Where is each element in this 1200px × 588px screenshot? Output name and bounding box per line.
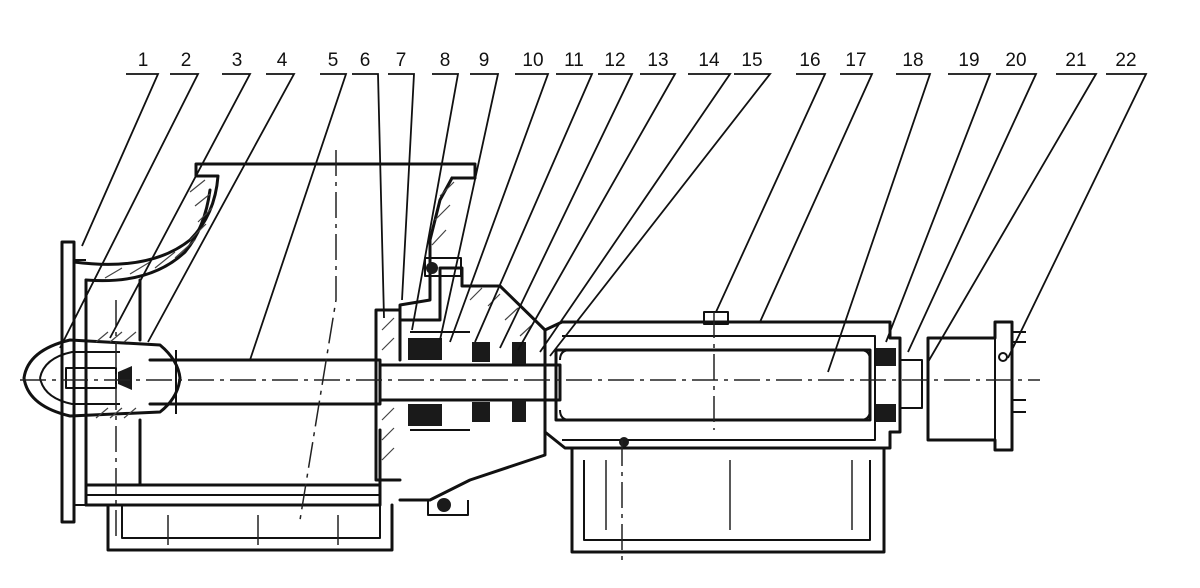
part-label-13: 13 (647, 50, 668, 71)
part-label-11: 11 (564, 50, 584, 71)
end-cover (926, 320, 1026, 452)
part-label-14: 14 (698, 50, 720, 71)
part-label-6: 6 (360, 50, 371, 71)
part-label-19: 19 (958, 50, 979, 71)
leader-lines (59, 73, 1148, 373)
part-label-10: 10 (522, 50, 543, 71)
part-label-12: 12 (604, 50, 625, 71)
part-label-2: 2 (181, 50, 192, 71)
base-support-left (106, 503, 394, 552)
part-label-7: 7 (396, 50, 407, 71)
part-label-17: 17 (845, 50, 866, 71)
part-label-20: 20 (1005, 50, 1026, 71)
part-labels: 1 2 3 4 5 6 7 8 9 10 11 12 13 14 15 16 1… (138, 50, 1137, 71)
bearing-frame (543, 311, 923, 450)
part-label-4: 4 (277, 50, 288, 71)
part-label-21: 21 (1065, 50, 1086, 71)
pump-casing (72, 162, 477, 507)
part-label-16: 16 (799, 50, 820, 71)
main-shaft (148, 350, 562, 414)
base-support-right (570, 446, 886, 554)
part-label-9: 9 (479, 50, 490, 71)
part-label-18: 18 (902, 50, 923, 71)
part-label-5: 5 (328, 50, 339, 71)
inlet-nose-cone (22, 331, 182, 419)
center-lines (20, 150, 1040, 560)
part-label-3: 3 (232, 50, 243, 71)
part-label-1: 1 (138, 50, 149, 71)
inlet-flange (60, 240, 86, 524)
part-label-22: 22 (1115, 50, 1136, 71)
part-label-15: 15 (741, 50, 762, 71)
part-label-8: 8 (440, 50, 451, 71)
